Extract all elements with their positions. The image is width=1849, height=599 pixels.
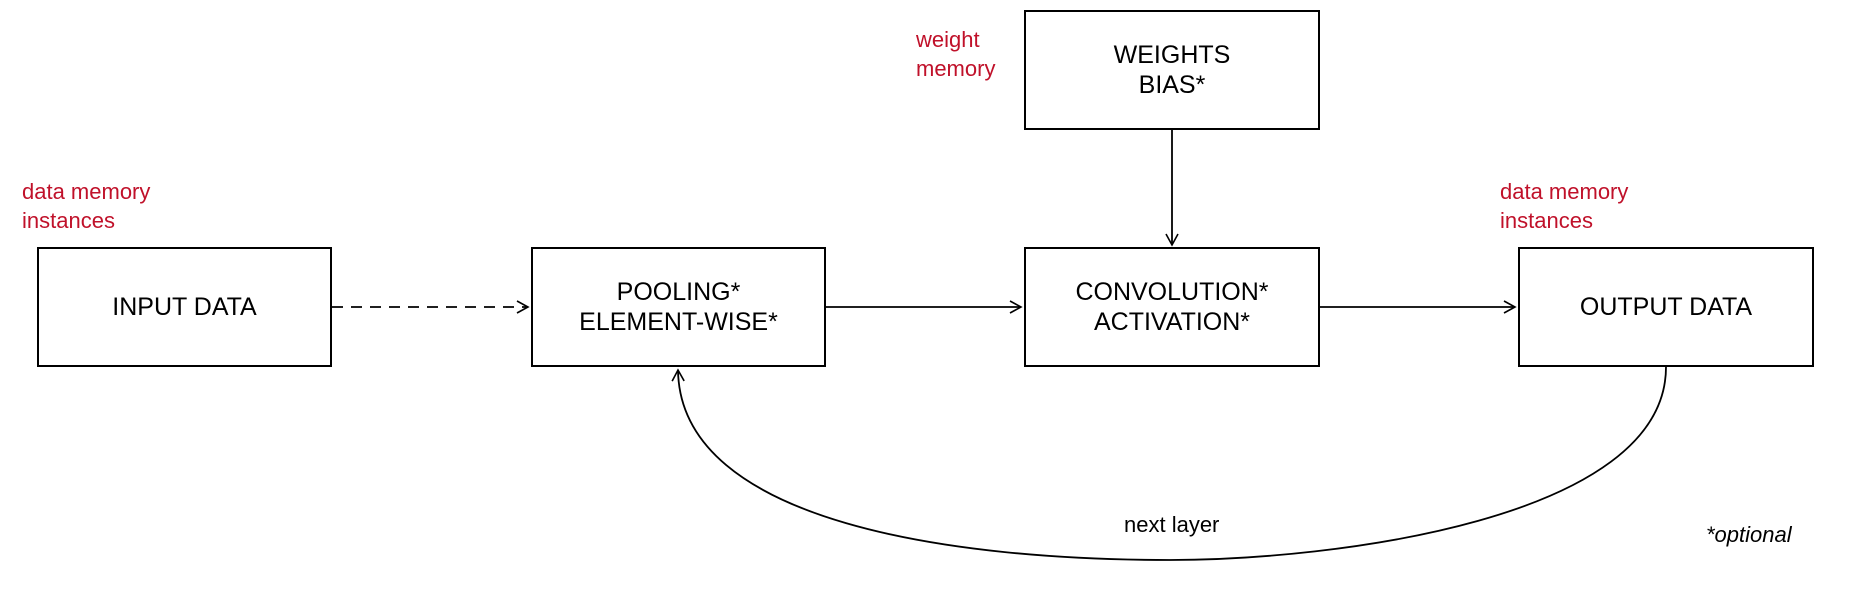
weight-memory-note: weight memory: [916, 27, 996, 81]
output-data-label: OUTPUT DATA: [1579, 293, 1753, 321]
input-data-label: INPUT DATA: [112, 293, 257, 321]
activation-label: ACTIVATION*: [1093, 308, 1251, 336]
data-memory-note-right: data memory instances: [1500, 179, 1629, 233]
convolution-label: CONVOLUTION*: [1075, 278, 1269, 306]
input-data-box: INPUT DATA: [37, 247, 332, 367]
arrow-next-layer-loop: [671, 366, 1667, 561]
bias-label: BIAS*: [1138, 71, 1206, 99]
pooling-label: POOLING*: [616, 278, 741, 306]
next-layer-label: next layer: [1124, 512, 1220, 537]
output-data-box: OUTPUT DATA: [1518, 247, 1814, 367]
convolution-box: CONVOLUTION* ACTIVATION*: [1024, 247, 1320, 367]
optional-footnote: *optional: [1706, 522, 1792, 547]
data-memory-note-left: data memory instances: [22, 179, 151, 233]
weights-box: WEIGHTS BIAS*: [1024, 10, 1320, 130]
pooling-box: POOLING* ELEMENT-WISE*: [531, 247, 826, 367]
weights-label: WEIGHTS: [1113, 41, 1231, 69]
element-wise-label: ELEMENT-WISE*: [579, 308, 778, 336]
